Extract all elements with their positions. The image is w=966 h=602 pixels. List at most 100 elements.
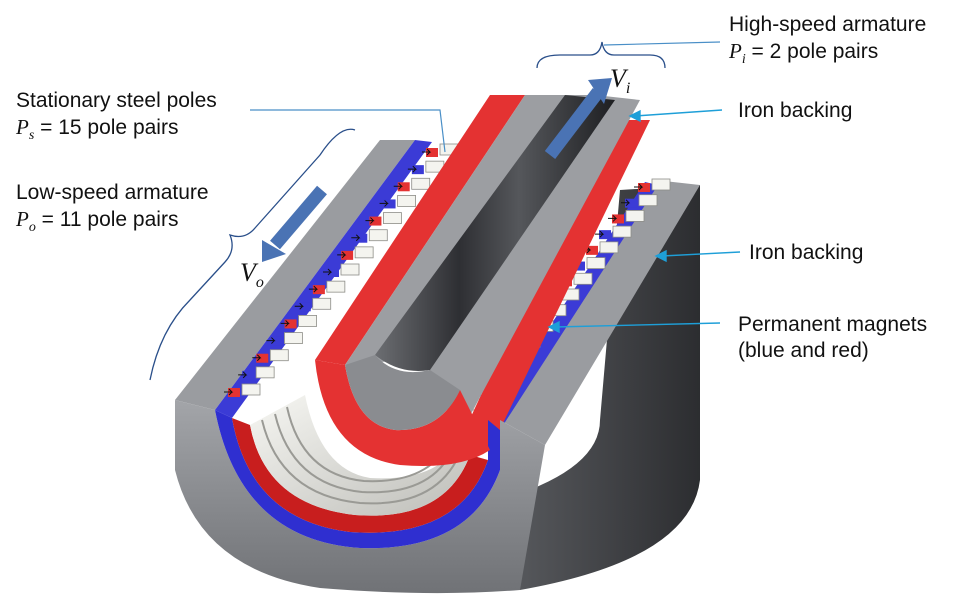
low-speed-title: Low-speed armature [16,181,209,204]
inner-velocity-label: Vi [610,64,630,98]
iron-backing-outer-label: Iron backing [749,241,864,264]
right-magnetization-arrow [621,199,631,207]
left-magnet-segment [341,250,354,260]
stationary-var: P [16,115,29,139]
iron-backing-outer-leader [661,251,741,257]
outer-magnet-strip-left [215,140,432,418]
leader-arrowhead [547,320,560,334]
high-speed-var: P [729,39,742,63]
left-steel-pole [312,297,332,310]
left-magnet-segment [270,336,283,346]
left-steel-pole [397,195,416,207]
high-speed-sub: i [741,52,746,68]
right-steel-pole [612,225,632,238]
left-steel-pole [326,280,346,293]
left-magnet-segment [228,388,240,397]
leader-lines [250,41,721,153]
left-magnet-segment [298,302,311,312]
right-magnet-segment [625,198,637,208]
outer-housing-side [500,185,700,590]
left-magnet-segment [256,353,269,363]
cyan-leaders [547,109,741,334]
left-magnet-segment [397,182,410,192]
inner-velocity-sub: i [625,80,631,98]
outer-velocity-var: V [240,258,256,287]
left-steel-pole [383,212,402,224]
left-magnet-segment [355,233,368,243]
left-magnetization-arrow [294,302,304,310]
high-speed-rest: = 2 pole pairs [745,40,879,63]
right-steel-pole [586,257,606,269]
magnets-line2: (blue and red) [738,339,869,362]
low-speed-rest: = 11 pole pairs [35,208,179,231]
left-magnet-segment [242,370,255,380]
left-magnetization-arrow [422,148,432,156]
inner-iron-backing-right [420,95,640,425]
leader-arrowhead [628,109,641,123]
high-speed-leader [603,41,721,46]
left-magnetization-arrow [393,182,403,190]
low-speed-pole-pairs: Po = 11 pole pairs [16,206,209,241]
left-steel-pole [340,263,360,276]
left-steel-pole [269,349,289,362]
left-magnetization-arrow [337,251,347,259]
right-steel-pole [599,241,619,254]
inner-magnet-strip-left [315,95,525,365]
right-magnetization-arrow [634,183,644,191]
left-magnetization-arrow [252,354,262,362]
left-magnet-segment [383,199,396,209]
left-steel-pole [411,177,431,190]
permanent-magnets-label: Permanent magnets (blue and red) [738,312,927,364]
left-magnetization-arrow [365,217,375,224]
stationary-rest: = 15 pole pairs [34,116,179,139]
left-magnetization-arrow [323,268,333,276]
right-magnet-segment [638,183,650,192]
left-steel-pole [354,246,374,259]
inner-velocity-arrow [544,78,612,159]
left-magnetization-arrow [308,285,319,293]
left-magnet-segment [327,268,339,277]
left-magnetization-arrow [351,234,361,242]
left-steel-pole [298,315,317,327]
left-magnet-segment [411,165,424,175]
stationary-sub: s [28,128,35,144]
stationary-leader [250,109,446,153]
front-outer-iron-ring [175,400,545,594]
right-magnet-segment [586,245,598,255]
iron-backing-inner-label: Iron backing [738,99,853,122]
inner-magnet-strip-right [460,120,650,450]
iron-backing-inner-leader [634,109,723,117]
outer-velocity-label: Vo [240,258,264,292]
low-speed-sub: o [28,220,36,236]
inner-velocity-var: V [610,64,626,93]
right-steel-pole [625,210,645,222]
front-inner-iron-ring [345,355,460,431]
left-magnetization-arrow [224,388,234,396]
magnets-line1: Permanent magnets [738,313,928,336]
outer-velocity-sub: o [255,274,264,292]
left-magnetization-arrow [238,371,248,379]
low-speed-brace [149,128,356,381]
left-magnet-segment [312,285,325,295]
stationary-title: Stationary steel poles [16,89,217,112]
left-magnetization-arrow [266,337,276,344]
left-magnetization-arrow [407,165,418,173]
right-magnet-segment [612,214,624,224]
left-magnet-segment [426,148,438,157]
right-steel-pole [651,178,671,191]
left-magnetization-arrow [379,200,389,207]
right-steel-pole [573,272,593,285]
low-speed-label: Low-speed armature Po = 11 pole pairs [16,180,209,241]
low-speed-var: P [16,207,29,231]
right-magnetization-arrow [595,230,605,238]
left-steel-pole [284,332,303,344]
front-outer-magnet-ring [215,410,500,549]
left-steel-pole [241,383,261,396]
high-speed-brace [536,41,666,69]
left-steel-pole [368,229,388,242]
right-steel-pole [638,194,658,207]
high-speed-pole-pairs: Pi = 2 pole pairs [729,38,926,73]
high-speed-label: High-speed armature Pi = 2 pole pairs [729,12,926,73]
